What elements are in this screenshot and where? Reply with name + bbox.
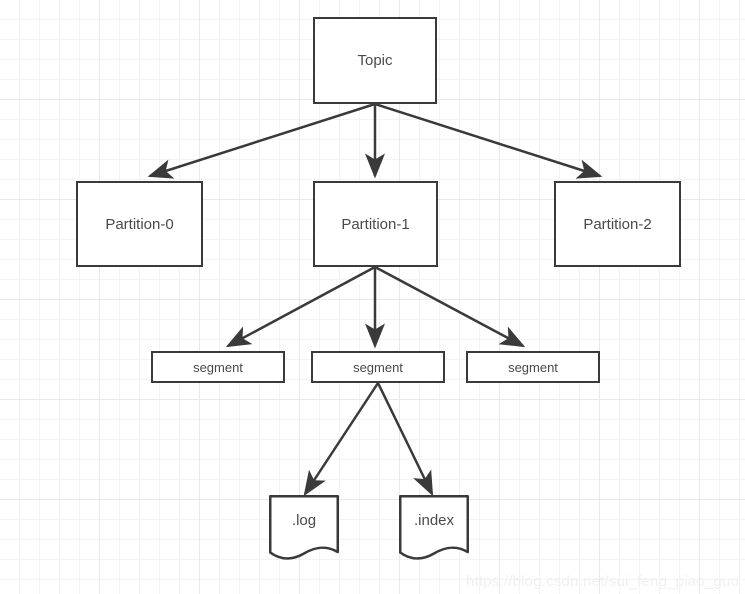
edge-topic-to-partition-2	[374, 102, 603, 179]
edge-partition-1-to-segment-2	[374, 265, 526, 348]
node-index-file[interactable]: .index	[399, 495, 469, 562]
node-segment-0[interactable]: segment	[151, 351, 285, 383]
node-segment-0-label: segment	[193, 359, 243, 375]
edge-segment-to-index	[376, 382, 434, 497]
node-topic-label: Topic	[357, 52, 393, 69]
node-partition-1[interactable]: Partition-1	[313, 181, 438, 267]
edge-topic-to-partition-0	[147, 102, 376, 179]
node-partition-0[interactable]: Partition-0	[76, 181, 203, 267]
edge-segment-to-log	[303, 382, 380, 497]
watermark-text: https://blog.csdn.net/sui_feng_piao_guo	[465, 573, 739, 590]
node-partition-2-label: Partition-2	[583, 215, 652, 233]
node-segment-1-label: segment	[353, 359, 403, 375]
edge-partition-1-to-segment-0	[225, 265, 376, 348]
node-topic[interactable]: Topic	[313, 17, 437, 104]
document-shape-icon	[269, 495, 339, 560]
node-segment-1[interactable]: segment	[311, 351, 445, 383]
node-partition-0-label: Partition-0	[105, 215, 174, 233]
node-partition-1-label: Partition-1	[341, 215, 410, 233]
node-segment-2-label: segment	[508, 359, 558, 375]
document-shape-icon	[399, 495, 469, 560]
node-segment-2[interactable]: segment	[466, 351, 600, 383]
node-partition-2[interactable]: Partition-2	[554, 181, 681, 267]
node-log-file[interactable]: .log	[269, 495, 339, 562]
